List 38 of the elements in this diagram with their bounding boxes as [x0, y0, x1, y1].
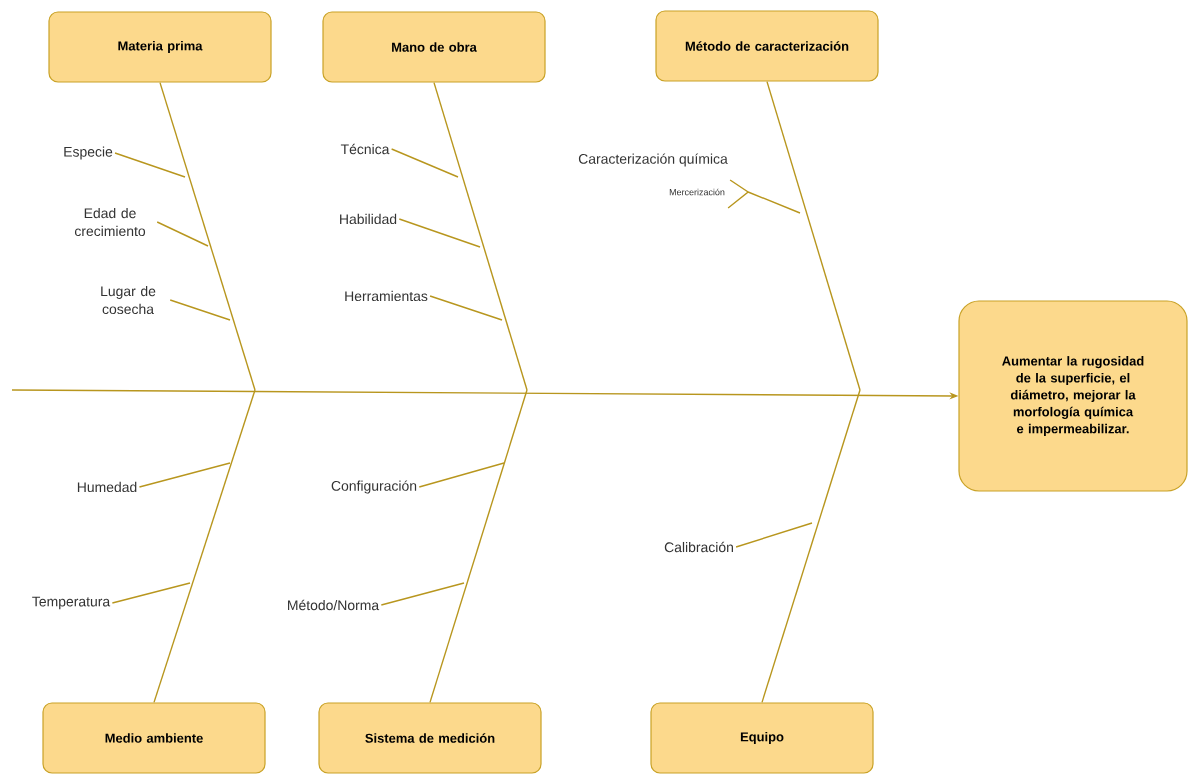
cause-text: Lugar de cosecha: [101, 285, 156, 315]
cause-text: Técnica: [340, 143, 390, 155]
cause-text: Edad de crecimiento: [74, 207, 146, 237]
bone-line: [153, 389, 256, 704]
cause-line: [156, 221, 209, 247]
effect-box: Aumentar la rugosidad de la superficie, el diámetro, mejorar la morfología química e impermeabilizar.: [958, 300, 1188, 492]
cause-line: [114, 152, 186, 178]
bone-line: [433, 81, 528, 391]
cause-line: [169, 299, 231, 321]
cause-text: Temperatura: [32, 596, 111, 610]
cause-line: [735, 522, 813, 548]
cause-text: Mercerización: [669, 188, 725, 196]
category-box: Método de caracterización: [655, 10, 879, 82]
cause-line: [138, 462, 231, 488]
category-box: Materia prima: [48, 11, 272, 83]
cause-line: [418, 462, 505, 488]
bone-line: [429, 389, 528, 704]
cause-line: [429, 295, 503, 321]
bone-line: [159, 81, 256, 391]
cause-line: [398, 218, 481, 248]
cause-text: Especie: [64, 146, 113, 160]
cause-text: Calibración: [664, 541, 733, 553]
cause-text: Caracterización química: [578, 153, 728, 167]
category-box: Sistema de medición: [318, 702, 542, 774]
category-box: Equipo: [650, 702, 874, 774]
cause-text: Método/Norma: [288, 599, 380, 611]
fork-line: [727, 179, 801, 214]
cause-text: Herramientas: [345, 290, 428, 302]
category-box: Mano de obra: [322, 11, 546, 83]
cause-line: [111, 582, 191, 604]
cause-line: [390, 148, 459, 178]
category-box: Medio ambiente: [42, 702, 266, 774]
bone-line: [766, 80, 861, 391]
cause-text: Habilidad: [340, 213, 397, 225]
bone-line: [761, 389, 861, 704]
cause-line: [380, 582, 465, 606]
cause-text: Humedad: [77, 481, 137, 493]
cause-text: Configuración: [331, 480, 417, 494]
